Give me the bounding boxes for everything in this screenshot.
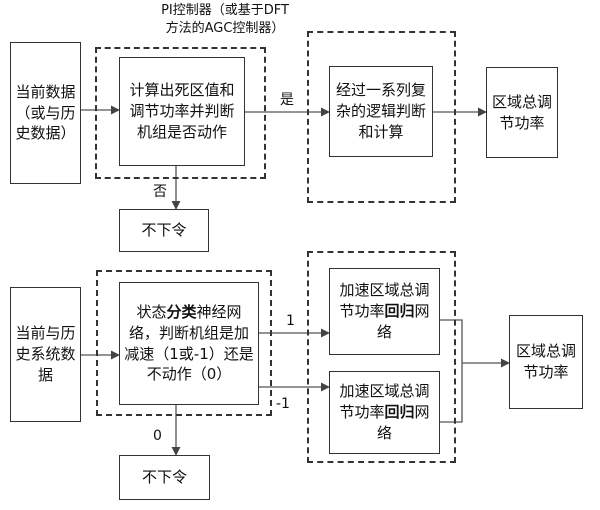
accel-regression-text-1: 加速区域总调节功率回归网络 [334,280,435,342]
logic-calc-box: 经过一系列复杂的逻辑判断和计算 [329,66,433,157]
no-label: 否 [153,184,167,201]
controller-title-line2: 方法的AGC控制器） [130,20,320,38]
no-order-text-bottom: 不下令 [142,467,187,488]
area-power-output-box: 区域总调节功率 [486,67,558,158]
label-zero: 0 [153,428,162,445]
logic-calc-text: 经过一系列复杂的逻辑判断和计算 [334,80,428,142]
system-data-input-text: 当前与历史系统数据 [15,323,76,385]
no-order-box-top: 不下令 [119,209,209,252]
yes-label: 是 [280,92,294,109]
label-minus-one: -1 [276,396,290,413]
input-data-box: 当前数据（或与历史数据） [10,42,81,184]
calc-deadzone-box: 计算出死区值和调节功率并判断机组是否动作 [119,57,245,166]
input-data-text: 当前数据（或与历史数据） [15,82,76,144]
accel-regression-box-1: 加速区域总调节功率回归网络 [329,268,440,355]
controller-title: PI控制器（或基于DFT 方法的AGC控制器） [130,2,320,37]
area-power-output-box-2: 区域总调节功率 [509,315,583,409]
area-power-output-text-2: 区域总调节功率 [514,341,578,382]
accel-regression-box-2: 加速区域总调节功率回归网络 [329,371,440,454]
state-classify-nn-box: 状态分类神经网络，判断机组是加减速（1或-1）还是不动作（0） [119,282,259,405]
system-data-input-box: 当前与历史系统数据 [10,287,81,422]
controller-title-line1: PI控制器（或基于DFT [130,2,320,20]
no-order-box-bottom: 不下令 [119,455,210,500]
state-classify-nn-text: 状态分类神经网络，判断机组是加减速（1或-1）还是不动作（0） [124,302,254,385]
accel-regression-text-2: 加速区域总调节功率回归网络 [334,381,435,443]
no-order-text-top: 不下令 [141,220,186,241]
calc-deadzone-text: 计算出死区值和调节功率并判断机组是否动作 [124,80,240,142]
label-plus-one: 1 [286,313,295,330]
area-power-output-text: 区域总调节功率 [491,92,553,133]
